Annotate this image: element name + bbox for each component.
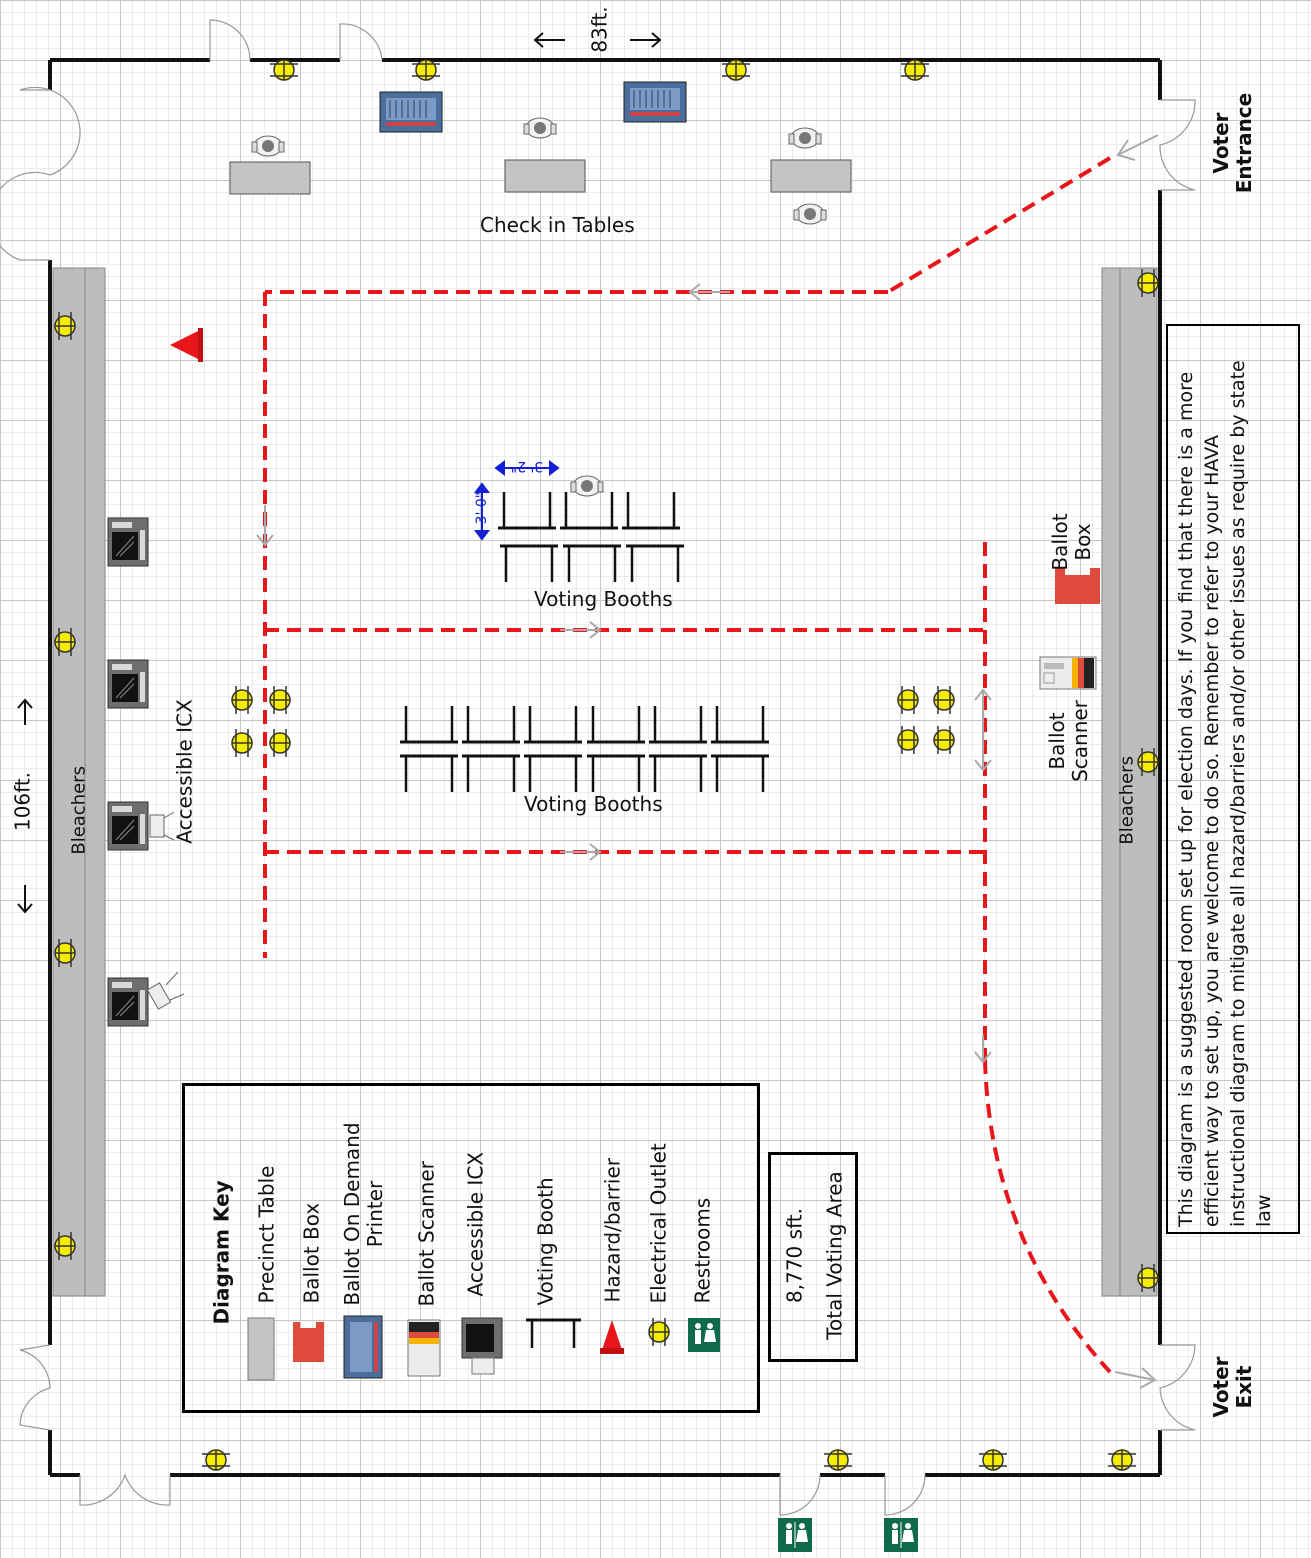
key-item-accessible-icx: Accessible ICX — [463, 1151, 488, 1297]
booth-width-dimension: 3' 2" — [510, 458, 544, 475]
voter-entrance-label: Voter Entrance — [1209, 92, 1256, 194]
width-dimension-label: 83ft. — [587, 6, 612, 53]
ballot-box-label: Ballot Box — [1048, 513, 1095, 571]
check-in-tables — [229, 117, 852, 497]
dimension-arrows — [17, 32, 662, 914]
note-box — [1166, 324, 1300, 1234]
key-item-hazard: Hazard/barrier — [600, 1158, 625, 1303]
hazard-cone — [170, 328, 203, 362]
key-item-precinct-table: Precinct Table — [254, 1165, 279, 1304]
bleachers-right-label: Bleachers — [1116, 756, 1138, 845]
voter-exit-label: Voter Exit — [1209, 1356, 1256, 1418]
key-item-ballot-printer: Ballot On Demand Printer — [340, 1122, 387, 1306]
height-dimension-label: 106ft. — [10, 771, 35, 832]
voting-booths-bottom-label: Voting Booths — [524, 792, 663, 816]
key-item-ballot-box: Ballot Box — [299, 1202, 324, 1304]
bleachers-left — [52, 267, 106, 1297]
ballot-scanner — [1039, 656, 1097, 690]
room-walls — [48, 58, 1162, 1477]
total-area-box — [768, 1152, 858, 1362]
voting-booths-bottom — [398, 704, 771, 794]
accessible-icx-units — [107, 517, 185, 1027]
key-item-restrooms: Restrooms — [690, 1197, 715, 1304]
ballot-box — [1055, 568, 1100, 604]
booth-depth-dimension: 3' 0" — [473, 491, 490, 525]
check-in-label: Check in Tables — [480, 213, 635, 237]
key-item-ballot-scanner: Ballot Scanner — [414, 1161, 439, 1307]
key-item-voting-booth: Voting Booth — [533, 1177, 558, 1306]
key-swatches — [247, 1315, 720, 1381]
key-title: Diagram Key — [209, 1180, 234, 1325]
diagram-key-box — [182, 1083, 760, 1413]
bleachers-left-label: Bleachers — [68, 766, 90, 855]
voter-path — [263, 156, 1112, 1374]
booth-dimension-markers — [474, 460, 560, 541]
flow-arrows — [256, 134, 1159, 1389]
voting-booths-top-label: Voting Booths — [534, 587, 673, 611]
total-area-label: Total Voting Area — [822, 1171, 847, 1340]
key-item-electrical-outlet: Electrical Outlet — [646, 1143, 671, 1304]
accessible-icx-label: Accessible ICX — [172, 699, 197, 844]
total-area-value: 8,770 sft. — [782, 1208, 807, 1303]
setup-note: This diagram is a suggested room set up … — [1175, 360, 1275, 1227]
voting-booths-top — [496, 490, 686, 584]
restrooms — [777, 1517, 919, 1553]
bleachers-right — [1101, 267, 1158, 1297]
ballot-scanner-label: Ballot Scanner — [1045, 700, 1092, 782]
doors — [0, 19, 1196, 1516]
